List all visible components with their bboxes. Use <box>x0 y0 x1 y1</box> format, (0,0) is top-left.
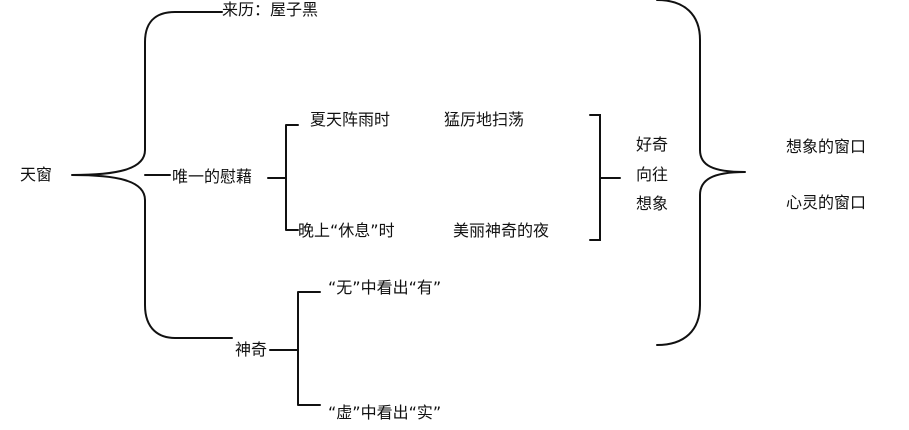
feeling-longing: 向往 <box>636 165 669 184</box>
window-imagination: 想象的窗口 <box>786 137 867 156</box>
right-brace <box>656 0 746 346</box>
root-label: 天窗 <box>20 165 53 184</box>
comfort-bracket <box>267 124 299 231</box>
window-soul: 心灵的窗口 <box>786 193 867 212</box>
root-brace <box>71 11 233 339</box>
feeling-curious: 好奇 <box>636 135 669 154</box>
magic-item-2: “虚”中看出“实” <box>328 403 442 422</box>
feeling-imagination: 想象 <box>636 194 669 213</box>
evening-scene-label: 美丽神奇的夜 <box>453 221 550 240</box>
comfort-label: 唯一的慰藉 <box>172 167 253 186</box>
summer-scene-label: 猛厉地扫荡 <box>444 110 525 129</box>
origin-label: 来历：屋子黑 <box>222 0 319 19</box>
comfort-right-bracket <box>589 114 621 241</box>
summer-label: 夏天阵雨时 <box>310 110 391 129</box>
magic-bracket <box>269 291 321 406</box>
evening-label: 晚上“休息”时 <box>298 221 395 240</box>
magic-label: 神奇 <box>235 340 268 359</box>
magic-item-1: “无”中看出“有” <box>328 278 442 297</box>
